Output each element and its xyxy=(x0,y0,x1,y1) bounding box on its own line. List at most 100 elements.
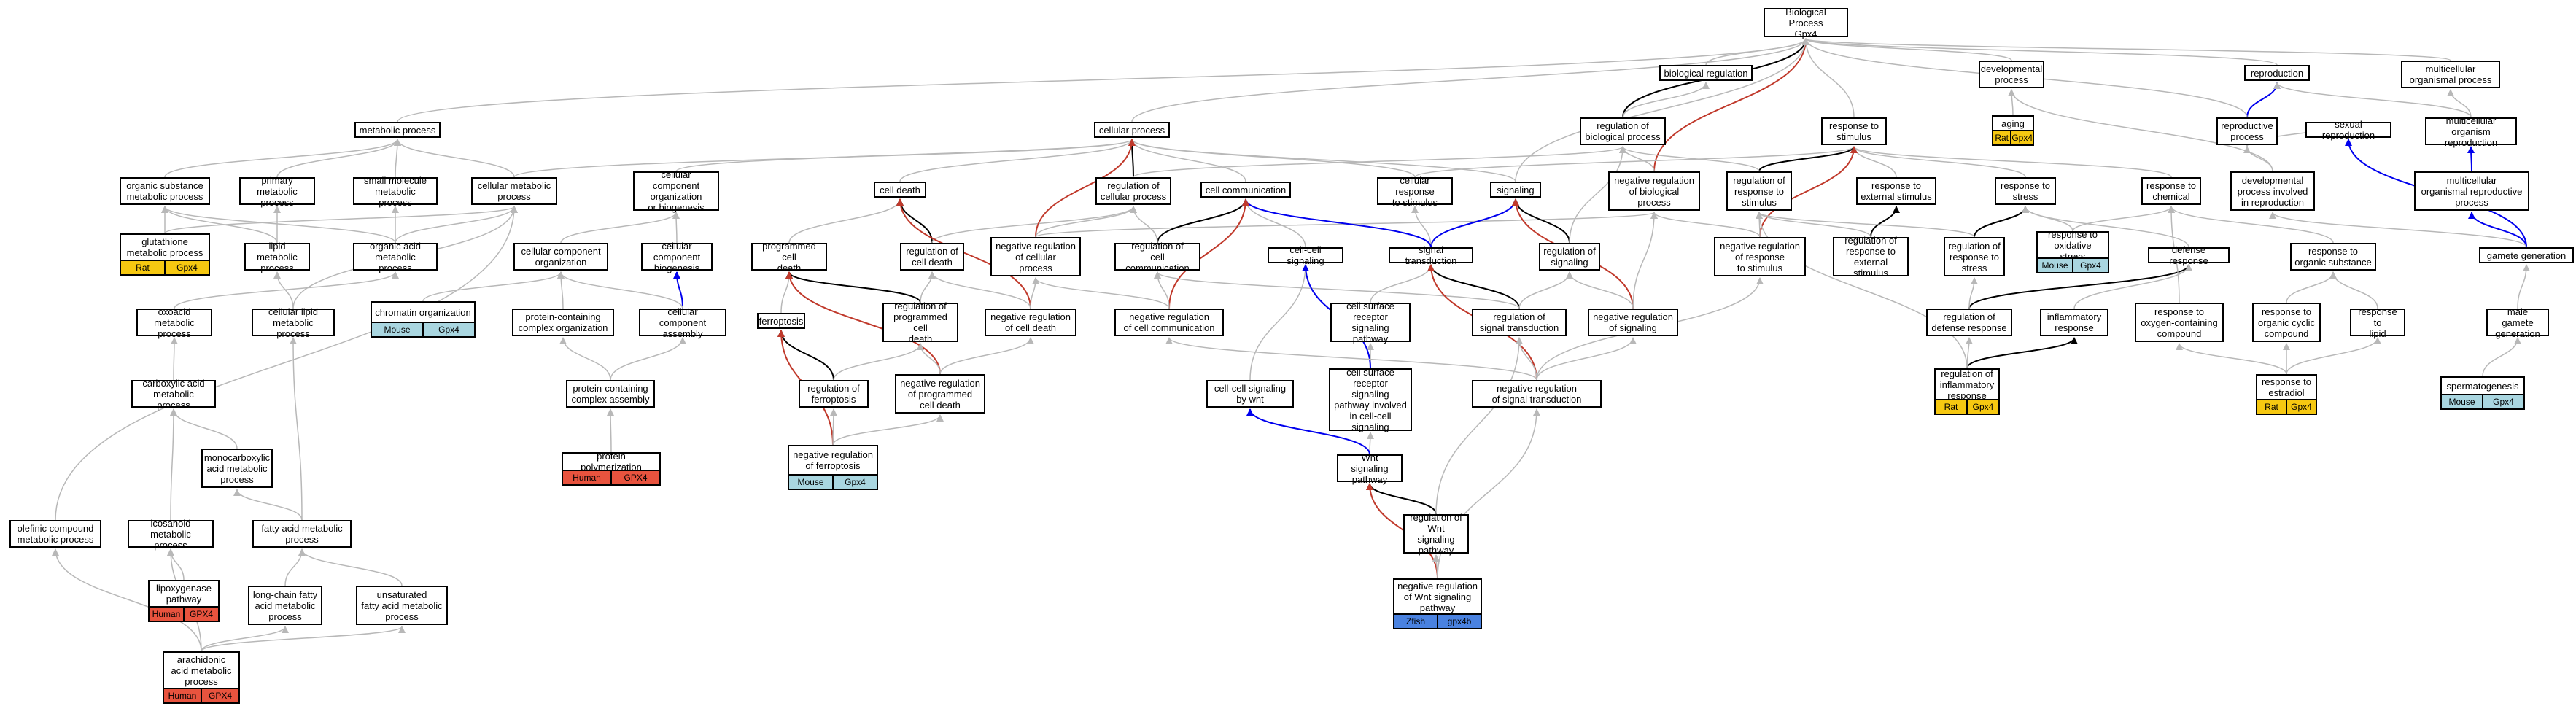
species-label: Mouse xyxy=(789,476,832,489)
go-term-multirepro[interactable]: multicellular organismal reproductive pr… xyxy=(2414,171,2529,211)
go-term-negresp[interactable]: negative regulation of response to stimu… xyxy=(1714,237,1806,276)
edge-monocarb-to-carbox xyxy=(170,408,238,449)
go-term-regcc[interactable]: regulation of cell communication xyxy=(1114,241,1200,273)
go-term-ccassem[interactable]: cellular component assembly xyxy=(639,306,726,339)
go-term-unsat[interactable]: unsaturated fatty acid metabolic process xyxy=(356,586,448,625)
go-term-signaling[interactable]: signaling xyxy=(1490,182,1541,198)
go-term-monocarb[interactable]: monocarboxylic acid metabolic process xyxy=(201,449,273,488)
go-term-negferro[interactable]: negative regulation of ferroptosis xyxy=(788,445,878,476)
go-term-olefin[interactable]: olefinic compound metabolic process xyxy=(9,520,101,548)
go-term-negcc[interactable]: negative regulation of cell communicatio… xyxy=(1114,309,1224,336)
go-term-lipid[interactable]: lipid metabolic process xyxy=(244,241,310,273)
go-term-reproproc[interactable]: reproductive process xyxy=(2216,117,2278,145)
go-term-respext[interactable]: response to external stimulus xyxy=(1856,177,1936,205)
go-term-negcell[interactable]: negative regulation of cellular process xyxy=(990,237,1081,276)
go-term-resplipid[interactable]: response to lipid xyxy=(2350,306,2405,339)
go-term-regbp[interactable]: regulation of biological process xyxy=(1580,117,1666,145)
go-term-sigtrans[interactable]: signal transduction xyxy=(1389,244,1473,266)
go-term-cellcomm[interactable]: cell communication xyxy=(1200,182,1291,198)
go-term-repro[interactable]: reproduction xyxy=(2244,65,2310,81)
go-term-bp[interactable]: Biological Process Gpx4 xyxy=(1764,7,1848,39)
go-term-cellproc[interactable]: cellular process xyxy=(1094,122,1170,138)
go-term-ferro[interactable]: ferroptosis xyxy=(757,313,805,329)
go-term-multirep[interactable]: multicellular organism reproduction xyxy=(2425,115,2517,148)
go-term-surfwnt[interactable]: cell surface receptor signaling pathway … xyxy=(1329,367,1412,432)
edge-negsig-to-negbp xyxy=(1632,212,1658,309)
go-term-ccwnt[interactable]: cell-cell signaling by wnt xyxy=(1206,380,1294,408)
go-term-negpcd[interactable]: negative regulation of programmed cell d… xyxy=(895,374,985,414)
edge-orgcyc-to-orgsubresp xyxy=(2286,271,2337,303)
go-term-surfrec[interactable]: cell surface receptor signaling pathway xyxy=(1330,300,1411,344)
go-term-pcd[interactable]: programmed cell death xyxy=(751,241,827,273)
go-term-regcell[interactable]: regulation of cellular process xyxy=(1095,177,1171,205)
go-term-regferro[interactable]: regulation of ferroptosis xyxy=(799,380,869,408)
go-term-smallmol[interactable]: small molecule metabolic process xyxy=(353,175,438,208)
edge-negsig-to-regsig xyxy=(1566,271,1634,309)
go-term-negsig[interactable]: negative regulation of signaling xyxy=(1588,309,1678,336)
edge-olefin-to-cellmet xyxy=(55,206,518,521)
go-term-oxstress[interactable]: response to oxidative stress xyxy=(2036,229,2109,262)
go-term-protpoly[interactable]: protein polymerization xyxy=(562,451,661,473)
go-term-orgcyc[interactable]: response to organic cyclic compound xyxy=(2252,303,2321,342)
go-term-multiorg[interactable]: multicellular organismal process xyxy=(2401,61,2500,88)
go-term-respstress[interactable]: response to stress xyxy=(1995,177,2056,205)
go-term-lipox[interactable]: lipoxygenase pathway xyxy=(148,580,220,608)
go-term-cellresp[interactable]: cellular response to stimulus xyxy=(1377,175,1453,208)
edge-smallmol-to-metab xyxy=(393,139,401,178)
go-term-cellmet[interactable]: cellular metabolic process xyxy=(471,177,557,205)
go-term-ccbio[interactable]: cellular component biogenesis xyxy=(641,241,713,273)
go-term-negbp[interactable]: negative regulation of biological proces… xyxy=(1608,171,1700,211)
go-term-oxycomp[interactable]: response to oxygen-containing compound xyxy=(2135,303,2224,342)
go-term-breg[interactable]: biological regulation xyxy=(1659,65,1753,81)
go-term-icos[interactable]: icosanoid metabolic process xyxy=(128,518,214,551)
go-term-regst[interactable]: regulation of signal transduction xyxy=(1472,309,1567,336)
go-term-sexrep[interactable]: sexual reproduction xyxy=(2305,119,2391,141)
go-term-regresp[interactable]: regulation of response to stimulus xyxy=(1726,171,1792,211)
go-term-regpcd[interactable]: regulation of programmed cell death xyxy=(882,300,958,344)
go-term-ccorg2[interactable]: cellular component organization xyxy=(513,243,608,271)
go-term-ccsig[interactable]: cell-cell signaling xyxy=(1268,244,1343,266)
go-term-negcd[interactable]: negative regulation of cell death xyxy=(985,309,1076,336)
go-term-estradiol[interactable]: response to estradiol xyxy=(2256,374,2317,400)
go-term-orgsub[interactable]: organic substance metabolic process xyxy=(120,177,210,205)
go-term-pcassem[interactable]: protein-containing complex assembly xyxy=(566,380,655,408)
go-term-regdef[interactable]: regulation of defense response xyxy=(1926,309,2012,336)
go-term-gamete[interactable]: gamete generation xyxy=(2479,247,2574,263)
edge-gamete-to-multirepro xyxy=(2468,212,2527,248)
go-term-regcd[interactable]: regulation of cell death xyxy=(900,243,964,271)
go-term-orgacid[interactable]: organic acid metabolic process xyxy=(353,241,438,273)
go-term-sperm[interactable]: spermatogenesis xyxy=(2440,376,2525,395)
go-term-devrepro[interactable]: developmental process involved in reprod… xyxy=(2230,171,2315,211)
go-term-celldeath[interactable]: cell death xyxy=(874,182,926,198)
go-term-ccorg[interactable]: cellular component organization or bioge… xyxy=(633,169,719,213)
go-term-aging[interactable]: aging xyxy=(1992,115,2034,131)
go-term-longchain[interactable]: long-chain fatty acid metabolic process xyxy=(248,586,322,625)
go-term-regstress[interactable]: regulation of response to stress xyxy=(1944,237,2005,276)
go-term-wnt[interactable]: Wnt signaling pathway xyxy=(1337,452,1403,485)
go-term-regwnt[interactable]: regulation of Wnt signaling pathway xyxy=(1403,512,1469,556)
go-term-regsig[interactable]: regulation of signaling xyxy=(1539,243,1600,271)
go-term-malegam[interactable]: male gamete generation xyxy=(2486,306,2549,339)
go-term-carbox[interactable]: carboxylic acid metabolic process xyxy=(131,378,216,411)
go-term-negst[interactable]: negative regulation of signal transducti… xyxy=(1472,380,1602,408)
go-term-negwnt[interactable]: negative regulation of Wnt signaling pat… xyxy=(1393,578,1482,615)
go-term-primmet[interactable]: primary metabolic process xyxy=(239,175,315,208)
go-term-respchem[interactable]: response to chemical xyxy=(2141,177,2201,205)
edge-regcc-to-cellcomm xyxy=(1157,198,1249,244)
go-term-regext[interactable]: regulation of response to external stimu… xyxy=(1833,235,1909,279)
go-term-fatty[interactable]: fatty acid metabolic process xyxy=(252,520,352,548)
go-term-resp[interactable]: response to stimulus xyxy=(1821,117,1887,145)
go-term-inflam[interactable]: inflammatory response xyxy=(2040,309,2108,336)
edge-arach-to-unsat xyxy=(201,626,406,652)
go-term-celllipid[interactable]: cellular lipid metabolic process xyxy=(252,306,335,339)
go-term-metab[interactable]: metabolic process xyxy=(354,122,441,138)
go-term-arach[interactable]: arachidonic acid metabolic process xyxy=(163,651,240,689)
go-term-orgsubresp[interactable]: response to organic substance xyxy=(2290,243,2376,271)
go-term-chromorg[interactable]: chromatin organization xyxy=(371,301,476,323)
go-term-pcorg[interactable]: protein-containing complex organization xyxy=(512,309,614,336)
go-term-reginflam[interactable]: regulation of inflammatory response xyxy=(1934,368,2000,401)
go-term-glut[interactable]: glutathione metabolic process xyxy=(120,233,210,261)
go-term-devproc[interactable]: developmental process xyxy=(1979,61,2044,88)
go-term-oxo[interactable]: oxoacid metabolic process xyxy=(136,306,212,339)
go-term-defresp[interactable]: defense response xyxy=(2148,244,2230,266)
